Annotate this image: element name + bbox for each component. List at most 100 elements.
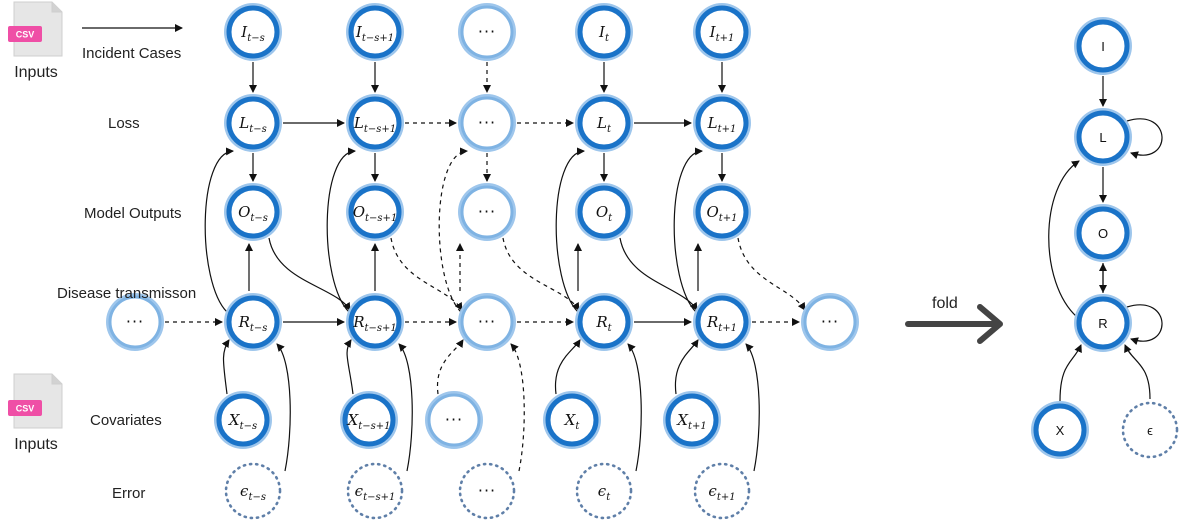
edge-covariate-to-transmission bbox=[554, 339, 581, 395]
node-i-2: ··· bbox=[458, 3, 516, 61]
node-symbol-base: L bbox=[707, 114, 718, 132]
node-r-2: ··· bbox=[458, 293, 516, 351]
node-x-2: ··· bbox=[425, 391, 483, 449]
edge-transmission-to-loss bbox=[204, 147, 234, 313]
node-symbol-subscript: t+1 bbox=[688, 421, 707, 432]
node-symbol-subscript: t−s bbox=[250, 323, 268, 334]
row-label-loss: Loss bbox=[108, 115, 140, 132]
edge-error-to-transmission bbox=[510, 343, 525, 472]
node-x-4: Xt+1 bbox=[663, 391, 721, 449]
edge-covariate-to-transmission bbox=[674, 339, 699, 395]
row-label-error: Error bbox=[112, 485, 145, 502]
node-symbol: It+1 bbox=[709, 23, 735, 44]
ellipsis-label: ··· bbox=[445, 410, 463, 429]
node-symbol-base: I bbox=[355, 23, 363, 41]
node-transmission-left-ellipsis: ··· bbox=[106, 293, 164, 351]
node-symbol: It−s bbox=[240, 23, 264, 44]
node-symbol-base: I bbox=[240, 23, 248, 41]
folded-edge-r-to-l bbox=[1048, 160, 1080, 318]
node-symbol-subscript: t bbox=[607, 124, 612, 135]
edge-error-to-transmission bbox=[398, 343, 413, 472]
node-error-1: ϵt−s+1 bbox=[346, 462, 404, 520]
fold-label: fold bbox=[932, 295, 958, 312]
node-symbol-subscript: t bbox=[606, 492, 611, 503]
node-symbol: ϵt+1 bbox=[708, 482, 735, 503]
node-o-2: ··· bbox=[458, 183, 516, 241]
node-symbol-base: R bbox=[706, 313, 718, 331]
node-l-0: Lt−s bbox=[224, 94, 282, 152]
csv-badge-text: CSV bbox=[16, 30, 35, 40]
node-symbol-subscript: t bbox=[575, 421, 580, 432]
node-symbol-base: L bbox=[238, 114, 249, 132]
edge-output-to-next-transmission bbox=[737, 237, 806, 311]
edge-error-to-transmission bbox=[276, 343, 291, 472]
node-symbol-subscript: t+1 bbox=[717, 492, 736, 503]
node-symbol: Lt+1 bbox=[707, 114, 737, 135]
edge-output-to-next-transmission bbox=[502, 237, 580, 311]
node-symbol: Lt−s+1 bbox=[353, 114, 396, 135]
folded-node-label: R bbox=[1098, 316, 1107, 331]
edge-transmission-to-loss bbox=[673, 147, 703, 313]
folded-node-label: I bbox=[1101, 39, 1105, 54]
node-symbol-subscript: t bbox=[605, 33, 610, 44]
folded-self-loop-l bbox=[1126, 118, 1163, 160]
node-symbol-base: ϵ bbox=[708, 482, 717, 500]
node-symbol-base: ϵ bbox=[355, 482, 364, 500]
edge-error-to-transmission bbox=[627, 343, 642, 472]
edge-transmission-to-loss bbox=[326, 147, 356, 313]
node-symbol-subscript: t−s+1 bbox=[358, 421, 390, 432]
node-symbol-subscript: t−s+1 bbox=[365, 323, 397, 334]
edge-covariate-to-transmission bbox=[343, 339, 354, 395]
node-symbol-subscript: t−s+1 bbox=[362, 33, 394, 44]
node-symbol: Rt bbox=[595, 313, 612, 334]
folded-edge-x-to-r bbox=[1059, 344, 1082, 402]
inputs-label: Inputs bbox=[14, 436, 58, 453]
node-symbol-subscript: t bbox=[608, 213, 613, 224]
folded-node-r: R bbox=[1074, 294, 1132, 352]
folded-node-x: X bbox=[1031, 401, 1089, 459]
node-l-1: Lt−s+1 bbox=[346, 94, 404, 152]
node-o-4: Ot+1 bbox=[693, 183, 751, 241]
node-x-3: Xt bbox=[543, 391, 601, 449]
ellipsis-label: ··· bbox=[478, 22, 496, 41]
node-symbol-subscript: t+1 bbox=[719, 213, 738, 224]
node-symbol-subscript: t+1 bbox=[718, 124, 737, 135]
node-symbol: Ot+1 bbox=[706, 203, 737, 224]
node-x-0: Xt−s bbox=[214, 391, 272, 449]
node-i-0: It−s bbox=[224, 3, 282, 61]
node-symbol-base: O bbox=[706, 203, 718, 221]
node-r-4: Rt+1 bbox=[693, 293, 751, 351]
node-symbol-base: L bbox=[596, 114, 607, 132]
node-o-0: Ot−s bbox=[224, 183, 282, 241]
node-symbol-subscript: t+1 bbox=[716, 33, 735, 44]
ellipsis-label: ··· bbox=[126, 312, 144, 331]
node-symbol: Rt+1 bbox=[706, 313, 737, 334]
node-symbol-base: R bbox=[352, 313, 364, 331]
node-symbol-subscript: t−s bbox=[250, 213, 268, 224]
edge-output-to-next-transmission bbox=[390, 237, 463, 311]
node-symbol-base: X bbox=[564, 411, 577, 429]
node-r-0: Rt−s bbox=[224, 293, 282, 351]
node-error-4: ϵt+1 bbox=[693, 462, 751, 520]
node-symbol-subscript: t−s bbox=[247, 33, 265, 44]
node-l-4: Lt+1 bbox=[693, 94, 751, 152]
node-symbol-base: R bbox=[238, 313, 250, 331]
row-label-covariates: Covariates bbox=[90, 412, 162, 429]
folded-node-e: ϵ bbox=[1121, 401, 1179, 459]
node-i-4: It+1 bbox=[693, 3, 751, 61]
row-label-model-outputs: Model Outputs bbox=[84, 205, 182, 222]
node-symbol-subscript: t−s bbox=[249, 124, 267, 135]
fold-arrow bbox=[905, 304, 1003, 344]
edge-output-to-next-transmission bbox=[619, 237, 698, 311]
ellipsis-label: ··· bbox=[478, 113, 496, 132]
node-symbol: Xt bbox=[564, 411, 581, 432]
node-symbol: Ot bbox=[596, 203, 613, 224]
node-symbol: Lt−s bbox=[238, 114, 267, 135]
node-symbol: It−s+1 bbox=[355, 23, 394, 44]
node-symbol: ϵt−s+1 bbox=[355, 482, 396, 503]
node-i-3: It bbox=[575, 3, 633, 61]
folded-node-i: I bbox=[1074, 17, 1132, 75]
node-transmission-right-ellipsis: ··· bbox=[801, 293, 859, 351]
inputs-label: Inputs bbox=[14, 64, 58, 81]
